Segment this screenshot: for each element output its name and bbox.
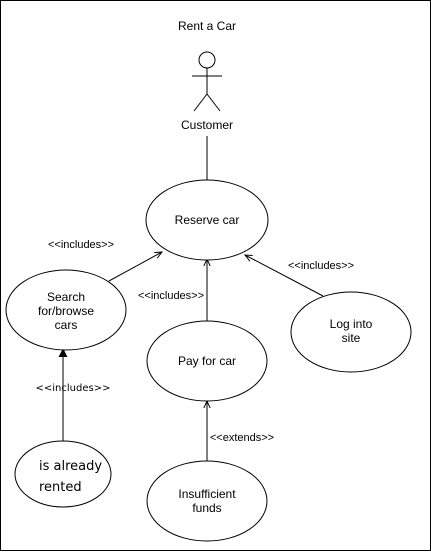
use-case-already-rented: is already rented xyxy=(14,440,112,508)
insufficient-label-line1: Insufficient xyxy=(178,487,236,501)
pay-label: Pay for car xyxy=(178,354,236,368)
insufficient-pay-extends-label: <<extends>> xyxy=(210,432,274,444)
search-label-line2: for/browse xyxy=(38,304,94,318)
insufficient-label-line2: funds xyxy=(192,501,221,515)
use-case-search-cars: Search for/browse cars xyxy=(5,269,127,351)
search-to-reserve-arrow xyxy=(108,252,162,282)
pay-reserve-includes-label: <<includes>> xyxy=(138,290,204,302)
use-case-log-into-site: Log into site xyxy=(290,291,412,373)
diagram-title: Rent a Car xyxy=(178,19,236,33)
rented-label-line1: is already xyxy=(39,459,102,474)
login-to-reserve-arrow xyxy=(245,255,324,297)
login-label-line1: Log into xyxy=(330,317,373,331)
use-case-reserve-car: Reserve car xyxy=(145,179,269,261)
use-case-pay-for-car: Pay for car xyxy=(146,320,268,402)
rented-search-includes-label: <<includes>> xyxy=(36,383,111,394)
login-label-line2: site xyxy=(342,331,361,345)
use-case-insufficient-funds: Insufficient funds xyxy=(146,460,268,542)
rented-label-line2: rented xyxy=(39,480,82,495)
stick-figure-icon xyxy=(192,51,222,112)
reserve-car-label: Reserve car xyxy=(175,213,240,227)
login-reserve-includes-label: <<includes>> xyxy=(288,260,354,272)
actor-label: Customer xyxy=(181,118,233,132)
search-label-line1: Search xyxy=(47,290,85,304)
search-reserve-includes-label: <<includes>> xyxy=(48,239,114,251)
search-label-line3: cars xyxy=(55,318,78,332)
